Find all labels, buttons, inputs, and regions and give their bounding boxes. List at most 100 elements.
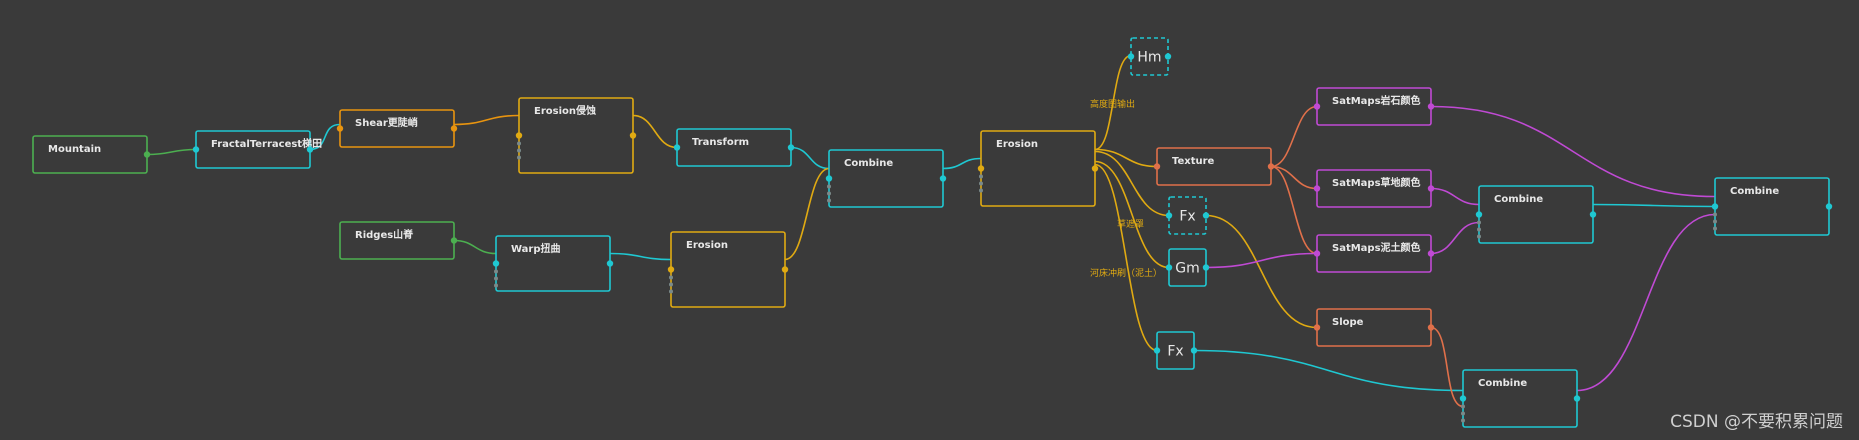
output-port[interactable]: [1267, 163, 1275, 170]
node-combine1[interactable]: Combine: [825, 149, 947, 208]
input-port[interactable]: [1313, 103, 1321, 110]
output-port[interactable]: [606, 260, 614, 267]
mask-port[interactable]: [979, 188, 983, 193]
edge-texture-to-satmaps_grass: [1270, 165, 1318, 190]
edges-layer: [146, 54, 1716, 408]
input-port[interactable]: [1165, 264, 1173, 271]
input-port[interactable]: [336, 125, 344, 132]
node-gm[interactable]: Gm: [1165, 248, 1210, 287]
input-port[interactable]: [825, 175, 833, 182]
input-port[interactable]: [515, 132, 523, 139]
input-port[interactable]: [1711, 203, 1719, 210]
node-erosion1[interactable]: Erosion侵蚀: [515, 97, 637, 174]
output-port[interactable]: [1190, 347, 1198, 354]
node-combine2[interactable]: Combine: [1475, 185, 1597, 244]
input-port[interactable]: [1127, 53, 1135, 60]
input-port[interactable]: [977, 165, 985, 172]
mask-port[interactable]: [669, 282, 673, 287]
edge-label-heightmap-output: 高度图输出: [1090, 98, 1135, 110]
output-port[interactable]: [1573, 395, 1581, 402]
mask-port[interactable]: [669, 289, 673, 294]
node-mountain[interactable]: Mountain: [32, 135, 151, 174]
output-port[interactable]: [1825, 203, 1833, 210]
output-port[interactable]: [1202, 212, 1210, 219]
mask-port[interactable]: [1713, 226, 1717, 231]
node-title: Shear更陡峭: [355, 116, 418, 129]
output-port[interactable]: [787, 144, 795, 151]
node-title: Warp扭曲: [511, 242, 561, 255]
mask-port[interactable]: [827, 184, 831, 189]
node-hm[interactable]: Hm: [1127, 37, 1172, 76]
output-port[interactable]: [1427, 185, 1435, 192]
input-port[interactable]: [1475, 211, 1483, 218]
node-erosion2[interactable]: Erosion: [667, 231, 789, 308]
mask-port[interactable]: [979, 181, 983, 186]
node-combine3[interactable]: Combine: [1459, 369, 1581, 428]
input-port[interactable]: [192, 146, 200, 153]
input-port[interactable]: [1313, 250, 1321, 257]
node-shear[interactable]: Shear更陡峭: [336, 109, 458, 148]
node-satmaps-grass[interactable]: SatMaps草地颜色: [1313, 169, 1435, 208]
output-port[interactable]: [1164, 53, 1172, 60]
node-ridges[interactable]: Ridges山脊: [339, 221, 458, 260]
node-title: Combine: [1478, 378, 1527, 389]
node-warp[interactable]: Warp扭曲: [492, 235, 614, 292]
mask-port[interactable]: [1477, 234, 1481, 239]
node-erosion3[interactable]: Erosion: [977, 130, 1099, 207]
input-port[interactable]: [1153, 347, 1161, 354]
output-port[interactable]: [450, 237, 458, 244]
output-port[interactable]: [1589, 211, 1597, 218]
output-port[interactable]: [450, 125, 458, 132]
mask-port[interactable]: [1461, 404, 1465, 409]
input-port[interactable]: [1313, 324, 1321, 331]
input-port[interactable]: [1153, 163, 1161, 170]
output-port[interactable]: [781, 266, 789, 273]
mask-port[interactable]: [1477, 227, 1481, 232]
mask-port[interactable]: [1713, 219, 1717, 224]
node-fx2[interactable]: Fx: [1153, 331, 1198, 370]
input-port[interactable]: [1313, 185, 1321, 192]
input-port[interactable]: [673, 144, 681, 151]
output-port[interactable]: [143, 151, 151, 158]
mask-port[interactable]: [494, 283, 498, 288]
mask-port[interactable]: [1477, 220, 1481, 225]
node-fractal-terraces[interactable]: FractalTerracest梯田: [192, 130, 322, 169]
mask-port[interactable]: [1461, 418, 1465, 423]
mask-port[interactable]: [1713, 212, 1717, 217]
mask-port[interactable]: [827, 191, 831, 196]
mask-port[interactable]: [517, 155, 521, 160]
output-port[interactable]: [629, 132, 637, 139]
edge-texture-to-satmaps_soil: [1270, 165, 1318, 255]
output-port[interactable]: [939, 175, 947, 182]
node-satmaps-rock[interactable]: SatMaps岩石颜色: [1313, 87, 1435, 126]
output-port[interactable]: [1202, 264, 1210, 271]
mask-port[interactable]: [517, 148, 521, 153]
mask-port[interactable]: [494, 276, 498, 281]
node-satmaps-soil[interactable]: SatMaps泥土颜色: [1313, 234, 1435, 273]
node-combine4[interactable]: Combine: [1711, 177, 1833, 236]
mask-port[interactable]: [669, 275, 673, 280]
input-port[interactable]: [1459, 395, 1467, 402]
node-title: Transform: [692, 137, 749, 148]
node-transform[interactable]: Transform: [673, 128, 795, 167]
mask-port[interactable]: [517, 141, 521, 146]
mask-port[interactable]: [1461, 411, 1465, 416]
node-fx1[interactable]: Fx: [1165, 196, 1210, 235]
output-port[interactable]: [1427, 324, 1435, 331]
node-texture[interactable]: Texture: [1153, 147, 1275, 186]
output-port[interactable]: [1091, 165, 1099, 172]
input-port[interactable]: [492, 260, 500, 267]
output-port[interactable]: [1427, 250, 1435, 257]
mask-port[interactable]: [979, 174, 983, 179]
edge-erosion1-to-transform: [632, 114, 678, 149]
mask-port[interactable]: [494, 269, 498, 274]
mask-port[interactable]: [827, 198, 831, 203]
input-port[interactable]: [1165, 212, 1173, 219]
node-title: Gm: [1175, 261, 1200, 277]
node-slope[interactable]: Slope: [1313, 308, 1435, 347]
edge-erosion3-to-hm: [1094, 54, 1132, 151]
output-port[interactable]: [1427, 103, 1435, 110]
output-port[interactable]: [306, 146, 314, 153]
input-port[interactable]: [667, 266, 675, 273]
